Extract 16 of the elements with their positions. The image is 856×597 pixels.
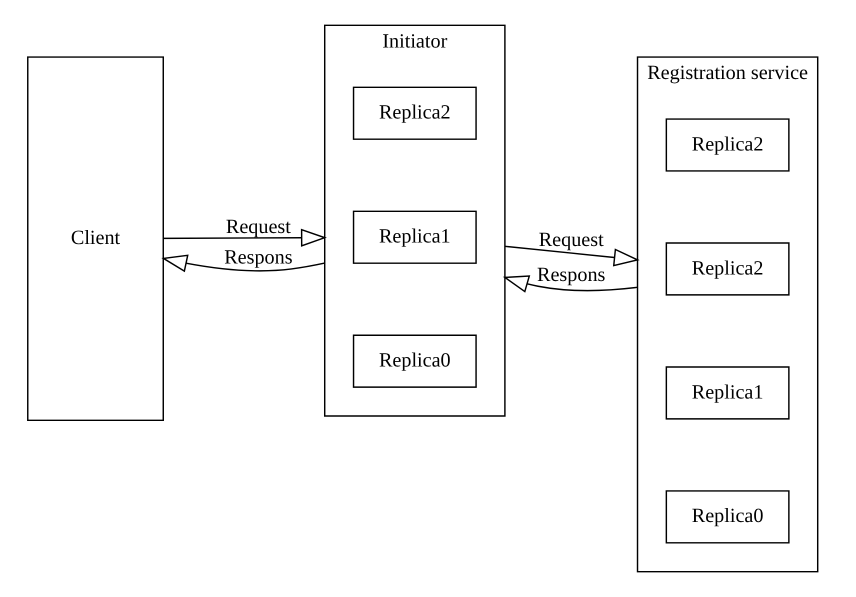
edge-label: Request	[538, 229, 604, 252]
node-box: Replica0	[665, 490, 790, 544]
node-box: Replica2	[665, 118, 790, 172]
arrow	[160, 254, 324, 272]
node-box: Replica1	[352, 210, 476, 264]
edge-label: Respons	[536, 264, 605, 286]
arrow	[504, 246, 640, 266]
node-box: Client	[26, 56, 164, 422]
node-box: Replica0	[352, 334, 476, 388]
node-box: Replica2	[665, 242, 790, 296]
edge-label: Request	[225, 216, 290, 238]
arrow	[162, 228, 326, 247]
node-box: Replica1	[665, 366, 790, 420]
node-box: Replica2	[352, 86, 476, 140]
arrow	[502, 275, 638, 293]
edge-label: Respons	[224, 246, 292, 268]
